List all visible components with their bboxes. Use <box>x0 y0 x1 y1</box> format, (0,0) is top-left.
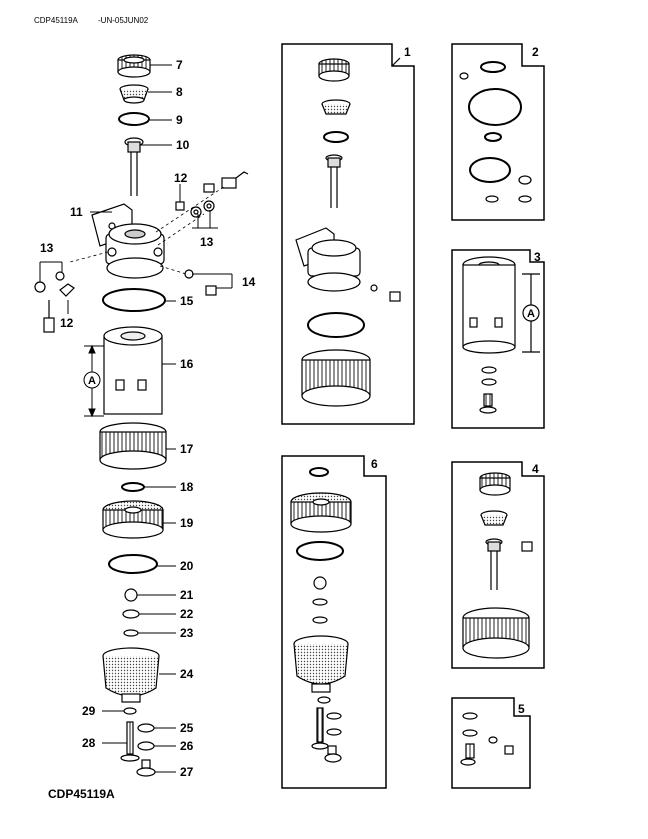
part-21 <box>124 588 138 602</box>
date-code: -UN-05JUN02 <box>98 16 149 25</box>
callout-21: 21 <box>180 588 194 602</box>
panel-5 <box>451 697 531 789</box>
callout-7: 7 <box>176 58 183 72</box>
dim-a-label: A <box>88 375 96 387</box>
part-oring-small <box>118 112 150 126</box>
part-fittings-left <box>34 271 75 333</box>
callout-13-right: 13 <box>200 235 214 249</box>
part-sensor <box>124 137 144 196</box>
part-sediment-bowl <box>102 647 160 703</box>
callout-22: 22 <box>180 607 194 621</box>
callout-18: 18 <box>180 480 194 494</box>
main-exploded-view <box>34 54 249 777</box>
panel-3 <box>451 249 545 429</box>
part-bowl-seal <box>108 554 158 574</box>
part-filter-seal <box>102 288 166 312</box>
assembly-lines <box>69 185 226 275</box>
callout-23: 23 <box>180 626 194 640</box>
callout-27: 27 <box>180 765 194 779</box>
callout-29: 29 <box>82 704 96 718</box>
callout-11: 11 <box>70 205 83 219</box>
part-strainer <box>119 84 149 104</box>
callout-20: 20 <box>180 559 194 573</box>
callout-9: 9 <box>176 113 183 127</box>
figure-caption: CDP45119A <box>48 787 115 801</box>
panel-2-number: 2 <box>532 45 539 59</box>
part-drain-valve <box>136 759 156 777</box>
part-filter-head <box>91 203 165 279</box>
part-25 <box>137 723 155 733</box>
panel-4-number: 4 <box>532 462 539 476</box>
part-23 <box>123 629 139 637</box>
panel-1 <box>281 43 415 425</box>
callout-13-left: 13 <box>40 241 54 255</box>
callout-16: 16 <box>180 357 194 371</box>
panel-6-number: 6 <box>371 457 378 471</box>
panel-2 <box>451 43 545 221</box>
part-retaining-ring <box>99 422 167 470</box>
panel-3-number: 3 <box>534 250 541 264</box>
panel-6 <box>281 455 387 789</box>
part-oring-18 <box>121 482 145 492</box>
callout-24: 24 <box>180 667 194 681</box>
part-26 <box>137 741 155 751</box>
panel-4 <box>451 461 545 669</box>
part-filter-element <box>103 326 163 415</box>
callout-8: 8 <box>176 85 183 99</box>
callout-14: 14 <box>242 275 256 289</box>
panel-1-number: 1 <box>404 45 411 59</box>
dimension-a-main <box>83 344 104 418</box>
callout-15: 15 <box>180 294 194 308</box>
callout-17: 17 <box>180 442 194 456</box>
part-22 <box>122 609 140 619</box>
doc-code: CDP45119A <box>34 16 78 25</box>
callout-10: 10 <box>176 138 190 152</box>
callout-25: 25 <box>180 721 194 735</box>
part-separator-cap <box>102 500 164 539</box>
part-29 <box>123 707 137 715</box>
callout-12-lower: 12 <box>60 316 74 330</box>
callout-28: 28 <box>82 736 96 750</box>
leader-lines <box>39 64 233 773</box>
callout-12-upper: 12 <box>174 171 188 185</box>
callout-19: 19 <box>180 516 194 530</box>
dim-a-panel3-label: A <box>527 308 535 320</box>
callout-26: 26 <box>180 739 194 753</box>
part-drain-bolt <box>120 721 140 762</box>
panel-5-number: 5 <box>518 702 525 716</box>
part-cap <box>117 54 151 78</box>
